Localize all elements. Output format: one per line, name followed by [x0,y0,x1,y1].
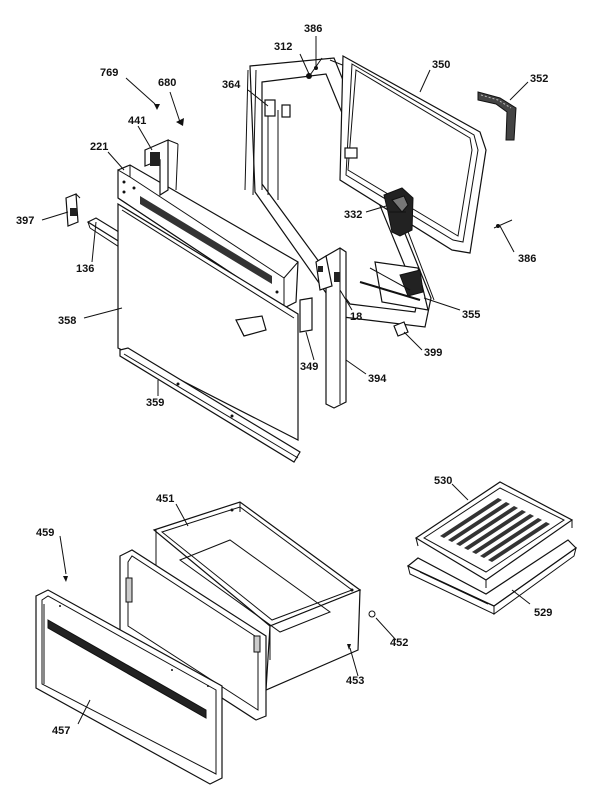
part-label-453: 453 [346,675,364,687]
part-label-386-top: 386 [304,23,322,35]
part-label-359: 359 [146,397,164,409]
part-label-530: 530 [434,475,452,487]
screw-453 [347,644,351,650]
part-label-221: 221 [90,141,108,153]
part-label-459: 459 [36,527,54,539]
screw-452 [368,610,376,618]
part-label-394: 394 [368,373,387,385]
screw-459 [63,576,68,582]
part-label-358: 358 [58,315,76,327]
side-bracket-397 [65,193,81,227]
part-label-386-lower: 386 [518,253,536,265]
part-label-441: 441 [128,115,146,127]
door-glass-panel [339,54,487,254]
part-label-350: 350 [432,59,450,71]
part-label-769: 769 [100,67,118,79]
part-label-355: 355 [462,309,480,321]
door-hinge [383,187,414,237]
broiler-grid [414,481,574,588]
screw-769 [154,104,160,110]
part-labels: 386 312 769 680 364 350 352 441 221 397 … [16,23,552,737]
part-label-349: 349 [300,361,318,373]
part-label-397: 397 [16,215,34,227]
screw-386-lower [493,219,513,229]
control-panel-backsplash [117,164,299,309]
part-label-136: 136 [76,263,94,275]
part-label-18: 18 [350,311,362,323]
broiler-pan [406,539,577,615]
part-label-452: 452 [390,637,408,649]
part-label-364: 364 [222,79,241,91]
drawer-front-panel [35,589,223,785]
part-label-457: 457 [52,725,70,737]
part-label-680: 680 [158,77,176,89]
hinge-arm [359,261,429,311]
side-trim-394 [315,247,347,409]
storage-drawer-body [152,501,362,691]
broiler-grid-slots [440,498,550,562]
leader-lines [41,36,531,725]
door-bottom-trim [119,347,301,463]
control-panel-vents [140,196,272,284]
outer-door-panel [117,202,299,441]
door-spacer-349 [299,297,313,333]
part-label-451: 451 [156,493,174,505]
bracket-441 [144,139,179,197]
part-label-332: 332 [344,209,362,221]
door-gasket [477,91,517,141]
part-label-352: 352 [530,73,548,85]
part-label-399: 399 [424,347,442,359]
part-label-529: 529 [534,607,552,619]
part-label-312: 312 [274,41,292,53]
